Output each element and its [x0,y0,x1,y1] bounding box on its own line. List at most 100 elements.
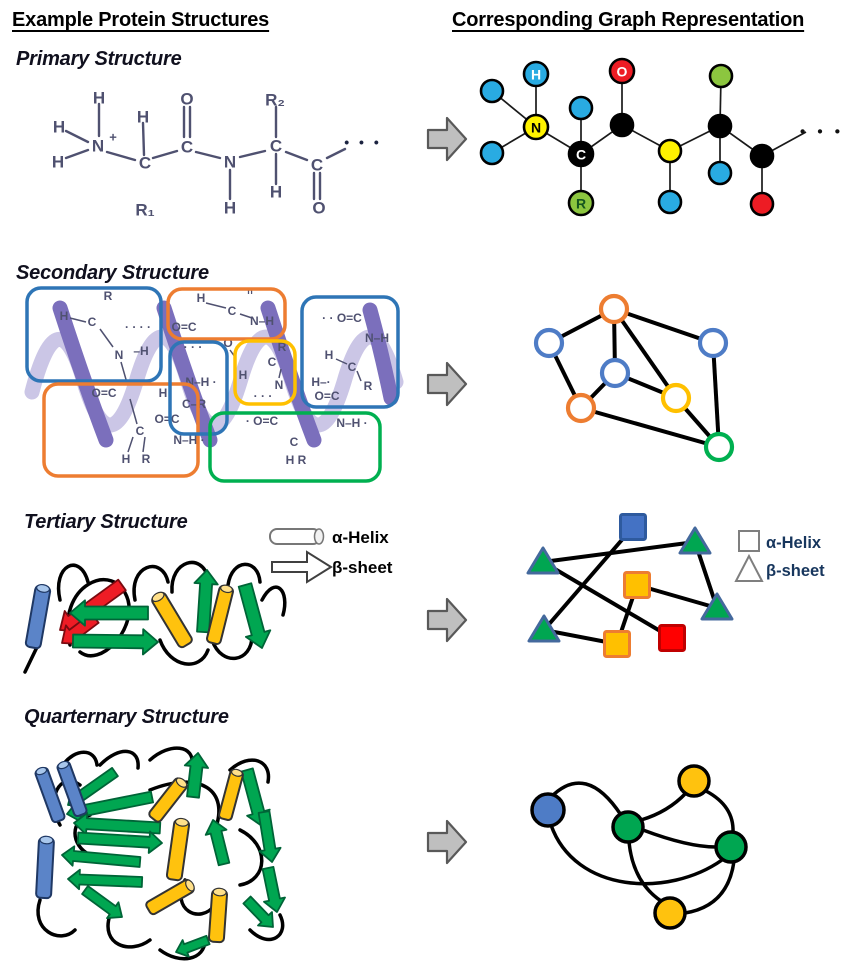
chem-bond [129,398,138,425]
yellow-cylinder-shape [145,878,195,916]
graph-curved-edge [627,840,663,903]
chem-atom-label: H [52,153,64,172]
subunit-node [611,810,645,844]
chem-atom-label: C [139,154,151,173]
yellow-cylinder-shape [148,777,188,823]
cylinder-cap [220,584,234,594]
subunit-node [653,896,687,930]
loop-line [228,758,271,784]
chem-atom-label: n [247,286,253,296]
graph-curved-edge [683,859,736,915]
chem-bond [64,148,90,160]
section-title-secondary: Secondary Structure [16,262,209,284]
atom-node [567,189,595,217]
chem-bond [356,370,362,382]
residue-group-box [25,286,163,383]
right-arrow-icon [426,361,468,407]
section-title-tertiary: Tertiary Structure [24,511,188,533]
chem-atom-label: C [228,304,237,318]
flow-arrow-icons [426,116,468,865]
helix-ribbon-front [52,300,114,448]
atom-node [749,191,775,217]
chem-atom-label: H [53,118,65,137]
alpha-helix-label: α-Helix [332,528,389,547]
chem-atom-label: H [239,368,248,382]
sheet-triangle-node [527,614,561,643]
loop-line [148,746,194,767]
loop-line [260,585,287,617]
graph-edge [541,560,674,640]
chem-atom-label: C [136,424,145,438]
loop-line [98,749,140,770]
helix-ribbon-front [362,302,399,406]
alpha-helix-square-icon [738,530,760,552]
beta-sheet-graph-label: β-sheet [766,562,825,580]
residue-group-box [168,340,229,436]
chem-atom-label: H [137,108,149,127]
green-arrow-shape [204,819,231,867]
residue-group-box [42,382,200,478]
green-arrow-shape [73,812,162,836]
chem-atom-label: H [224,199,236,218]
residue-node [599,357,631,389]
chem-atom-label: O [180,90,193,109]
header-right-title: Corresponding Graph Representation [452,9,805,31]
loop-line [148,780,221,832]
chem-atom-label: C–R [182,397,206,411]
cylinder-cap-icon [313,528,325,545]
chem-atom-label: N–H · [336,416,367,430]
cylinder-cap [185,879,195,892]
graph-edge [542,540,696,564]
beta-sheet-arrow-icon [271,550,333,584]
yellow-cylinder-shape [206,584,234,646]
chem-atom-label: · · · [254,389,273,403]
chem-atom-label: · · · · [125,320,151,334]
chem-bond [105,150,137,162]
chem-atom-label: N–H [365,331,389,345]
atom-node [749,143,775,169]
atom-node [522,60,550,88]
graph-edge [542,525,635,632]
residue-node [703,431,735,463]
residue-node [660,382,692,414]
residue-group-box [233,339,297,406]
beta-sheet-triangle-icon [734,553,764,582]
green-arrow-shape [61,845,142,868]
cylinder-body [35,836,55,900]
chem-atom-label: N [92,137,104,156]
graph-curved-edge [549,823,724,886]
chem-bond [284,150,309,162]
loop-line [132,564,170,602]
green-arrow-shape [193,569,219,634]
chem-atom-label: R₂ [265,91,285,110]
cylinder-cap [57,760,70,770]
chem-atom-label: + [109,130,117,145]
quaternary-cartoon [34,746,286,961]
green-arrow-shape [242,895,274,928]
chem-bond [141,121,146,157]
alpha-helix-graph-label: α-Helix [766,534,822,552]
helix-square-node [603,630,631,658]
residue-node [697,327,729,359]
atom-node [707,113,733,139]
atom-node [568,95,594,121]
helix-ribbon-front [260,300,322,448]
blue-cylinder-shape [35,835,55,900]
loop-line [210,634,254,660]
chem-atom-label: H [93,89,105,108]
residue-group-box [208,411,382,483]
atom-node [522,113,550,141]
green-arrow-shape [237,582,272,649]
blue-cylinder-shape [24,583,52,650]
chem-bond [142,436,146,453]
loop-line [248,913,285,942]
right-arrow-icon [426,116,468,162]
chem-atom-label: H [325,348,334,362]
atom-node-label: N [531,120,541,136]
graph-curved-edge [549,781,623,817]
sheet-triangle-node [678,526,712,555]
cylinder-body [207,888,229,944]
